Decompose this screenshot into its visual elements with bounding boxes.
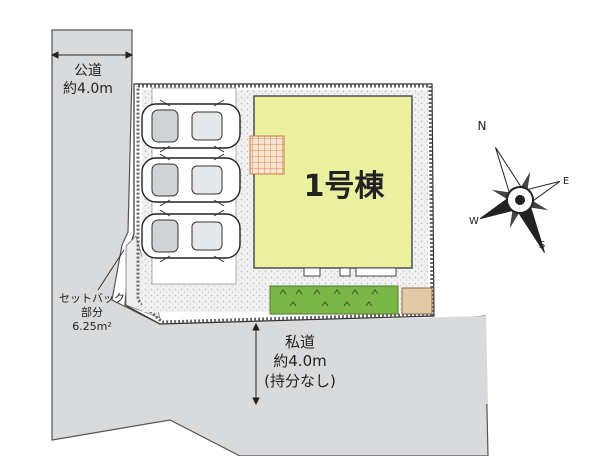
entrance-tile bbox=[249, 135, 285, 175]
private-road-name: 私道 bbox=[285, 333, 315, 351]
outdoor-unit-3 bbox=[355, 267, 397, 277]
outdoor-unit-2 bbox=[339, 267, 351, 277]
public-road-width: 約4.0m bbox=[63, 81, 113, 97]
private-road-width: 約4.0m bbox=[273, 352, 326, 370]
outdoor-unit-1 bbox=[303, 267, 321, 277]
car-1 bbox=[141, 99, 241, 153]
setback-label-line3: 6.25m² bbox=[72, 320, 112, 333]
building-1 bbox=[253, 95, 413, 269]
setback-leader bbox=[97, 249, 125, 291]
setback-label-line1: セットバック bbox=[59, 292, 125, 305]
private-road-note: (持分なし) bbox=[264, 372, 336, 390]
building-label: 1号棟 bbox=[304, 169, 386, 204]
planting-bed bbox=[269, 285, 399, 315]
private-road-dimension bbox=[252, 322, 260, 406]
private-road bbox=[160, 316, 488, 404]
car-3 bbox=[141, 209, 241, 263]
compass-west: W bbox=[469, 216, 479, 227]
compass-south: S bbox=[539, 240, 545, 251]
car-2 bbox=[141, 153, 241, 207]
compass-east: E bbox=[563, 176, 569, 187]
setback-label-line2: 部分 bbox=[81, 305, 103, 319]
compass-north: N bbox=[478, 119, 487, 133]
wood-deck bbox=[401, 287, 433, 315]
public-road-dimension bbox=[50, 51, 134, 59]
public-road-name: 公道 bbox=[74, 63, 102, 79]
planting-marks bbox=[279, 289, 379, 307]
compass-icon bbox=[479, 147, 561, 253]
